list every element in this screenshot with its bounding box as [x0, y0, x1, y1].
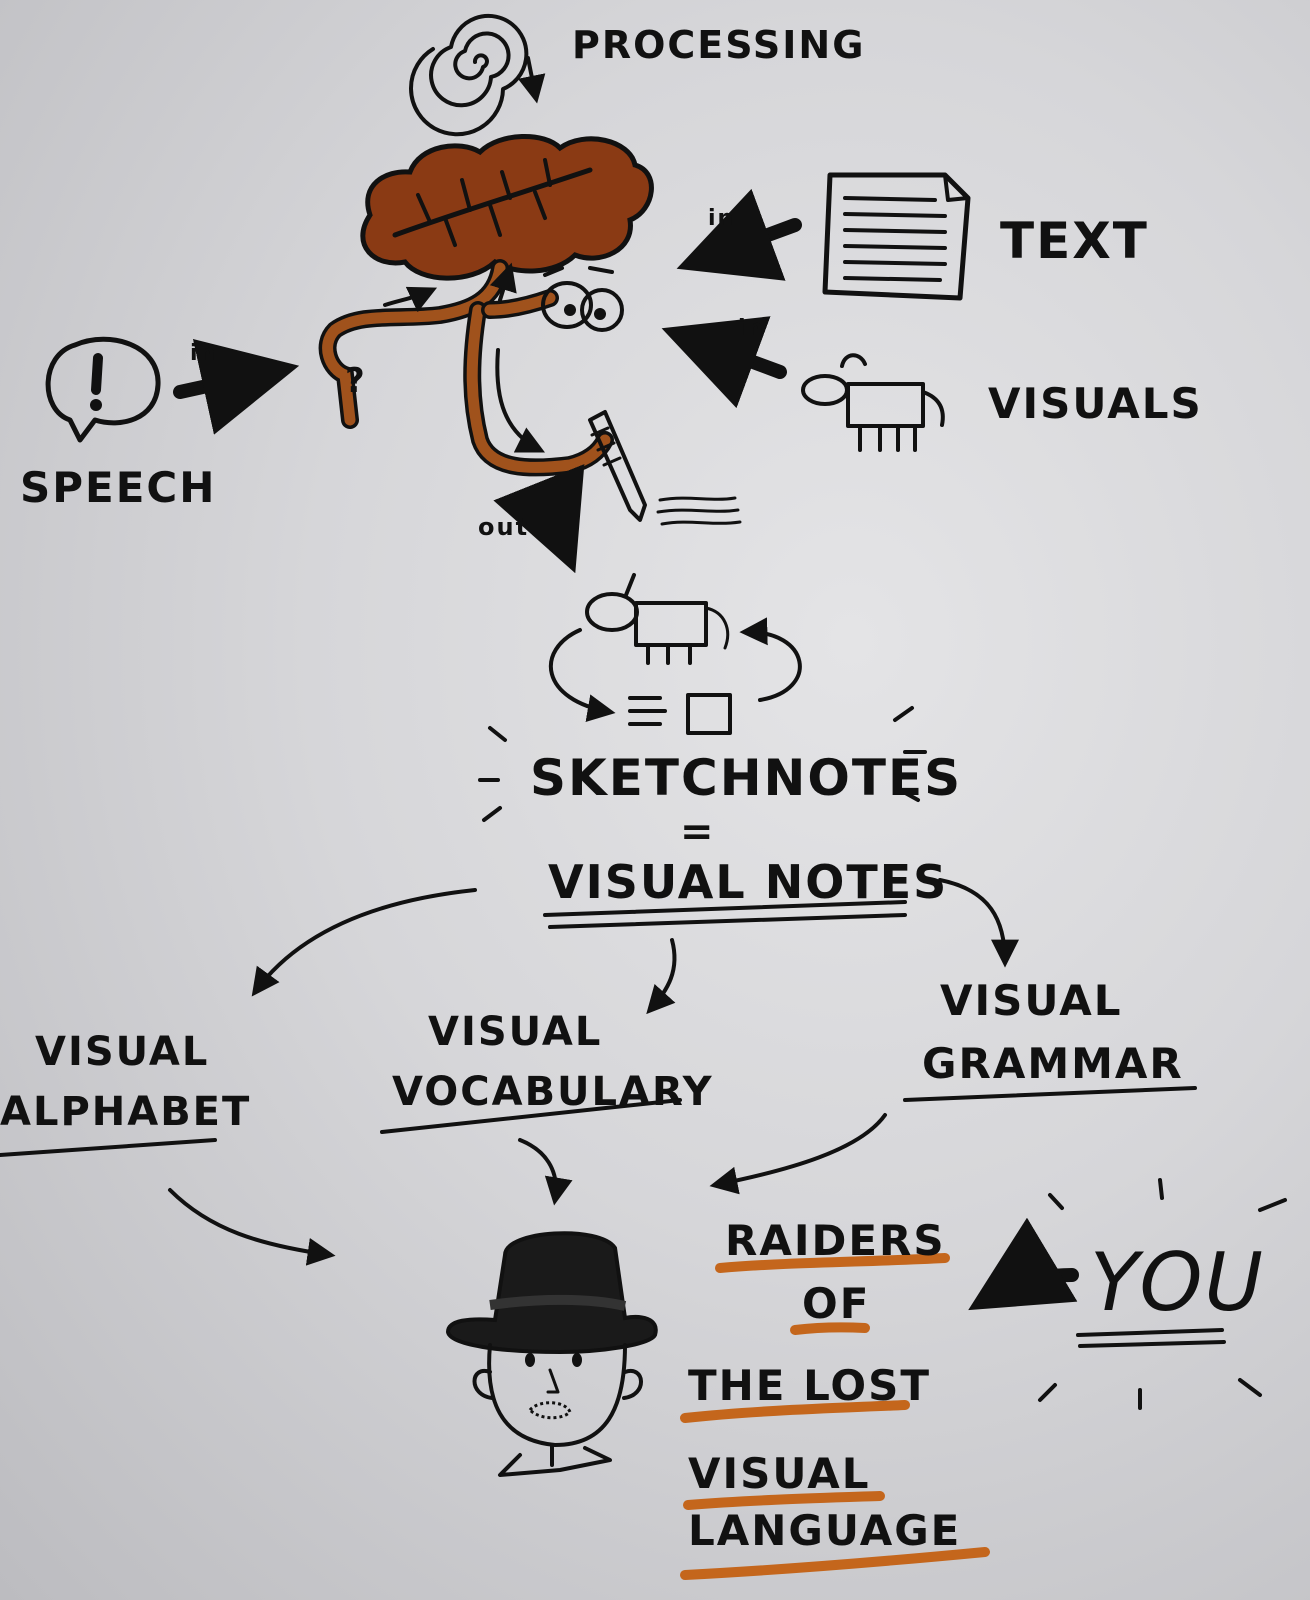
eyes-icon [541, 266, 624, 332]
brain-icon [360, 134, 654, 281]
svg-text:?: ? [345, 361, 365, 401]
branch-arrows [251, 878, 1019, 1015]
you-emphasis-rays [1038, 1178, 1287, 1410]
label-visual-vocabulary-line2: VOCABULARY [392, 1069, 714, 1115]
title-underlines [680, 1253, 990, 1580]
explorer-hat-face-icon [445, 1231, 658, 1477]
underline-vocabulary [380, 1098, 682, 1134]
horse-icon [801, 353, 945, 452]
spiral-icon [409, 13, 546, 137]
arrow-visuals-in [661, 316, 787, 409]
pen-icon [588, 410, 742, 526]
underline-you [1076, 1328, 1226, 1348]
label-in-text: in [708, 206, 735, 231]
label-equals: = [680, 809, 716, 855]
label-speech: SPEECH [20, 463, 216, 512]
sketchnote-cycle-icon [548, 573, 802, 735]
title-line-the-lost: THE LOST [688, 1361, 931, 1410]
converge-arrows [168, 1113, 887, 1266]
arrow-speech-in [173, 338, 300, 435]
label-in-visuals: in [738, 316, 765, 341]
label-visual-grammar-line2: GRAMMAR [922, 1039, 1184, 1088]
label-out: out [478, 513, 529, 541]
document-icon [822, 172, 971, 301]
nerve-paths: ? [318, 259, 614, 477]
arrow-text-in [676, 188, 802, 281]
underline-visual-notes [543, 900, 907, 929]
label-visual-grammar-line1: VISUAL [940, 976, 1122, 1025]
label-text: TEXT [1000, 212, 1149, 270]
label-you: YOU [1090, 1236, 1265, 1329]
arrow-you [968, 1217, 1079, 1311]
label-sketchnotes: SKETCHNOTES [530, 749, 962, 807]
underline-alphabet [0, 1138, 217, 1157]
underline-grammar [903, 1086, 1197, 1102]
title-line-of: OF [802, 1279, 870, 1328]
label-visual-alphabet-line1: VISUAL [35, 1029, 209, 1075]
arrow-out [493, 464, 585, 574]
title-line-visual: VISUAL [688, 1449, 870, 1498]
label-visuals: VISUALS [988, 379, 1203, 428]
label-visual-alphabet-line2: ALPHABET [0, 1089, 251, 1135]
label-in-speech: in [190, 341, 217, 366]
label-processing: PROCESSING [572, 23, 865, 67]
label-visual-notes: VISUAL NOTES [548, 855, 948, 909]
title-line-language: LANGUAGE [688, 1506, 961, 1555]
speech-bubble-icon [45, 336, 161, 443]
emphasis-rays [478, 706, 927, 822]
label-visual-vocabulary-line1: VISUAL [428, 1009, 602, 1055]
title-line-raiders: RAIDERS [725, 1216, 946, 1265]
